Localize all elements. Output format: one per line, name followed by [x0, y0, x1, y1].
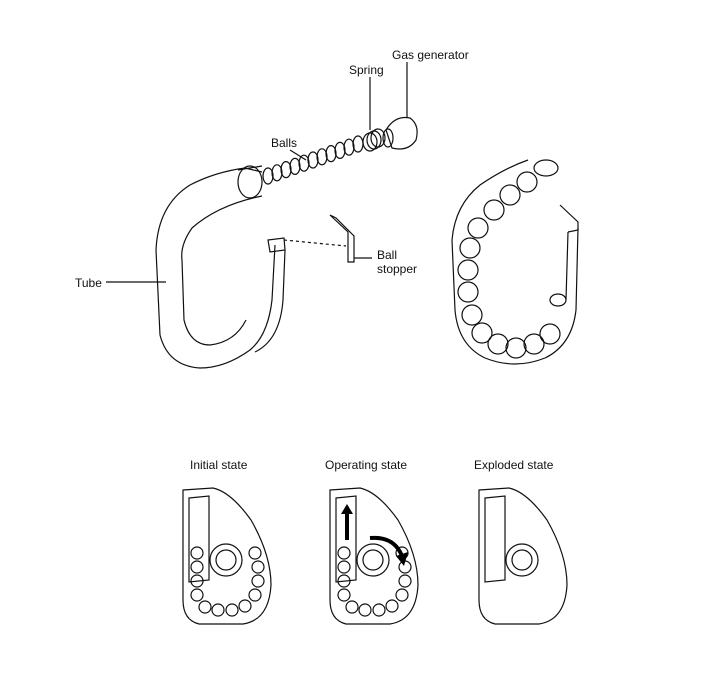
state-ball [190, 546, 204, 560]
ball [289, 157, 301, 175]
initial-state-label: Initial state [190, 458, 248, 472]
ball [334, 141, 346, 159]
spring-part [362, 128, 386, 152]
exploded-state-label: Exploded state [474, 458, 554, 472]
state-ball [238, 599, 252, 613]
ball [316, 148, 328, 166]
tube-assembled [451, 159, 579, 365]
ball [467, 217, 489, 239]
operating-state-label: Operating state [325, 458, 408, 472]
ball [280, 161, 292, 179]
rotation-arrow-icon [396, 552, 408, 566]
ball [523, 333, 545, 355]
state-ball [337, 560, 351, 574]
tube-exploded [155, 165, 286, 369]
state-ball [385, 599, 399, 613]
rotation-arrow-shaft [369, 535, 404, 557]
state-housing [478, 487, 568, 625]
state-ball [337, 588, 351, 602]
ball [516, 171, 538, 193]
ball [457, 259, 479, 281]
state-channel [188, 495, 210, 583]
state-ball [211, 603, 225, 617]
ball-stopper-label-line2: stopper [377, 262, 418, 276]
balls-leader [289, 149, 307, 161]
state-ball [372, 603, 386, 617]
state-ball [225, 603, 239, 617]
operating-state-figure [329, 487, 419, 625]
state-housing [182, 487, 272, 625]
state-channel [484, 495, 506, 583]
state-ball [198, 600, 212, 614]
state-ball [395, 588, 409, 602]
state-gear [505, 543, 539, 577]
state-ball [251, 574, 265, 588]
state-gear [356, 543, 390, 577]
gas-generator-part [382, 116, 418, 150]
ball [461, 304, 483, 326]
tube-label: Tube [75, 276, 102, 290]
assembled-balls [457, 171, 561, 359]
ball [352, 135, 364, 153]
ball [483, 199, 505, 221]
state-channel [335, 495, 357, 583]
ball [471, 322, 493, 344]
state-gear-hub [511, 549, 533, 571]
state-gear-hub [362, 549, 384, 571]
ball [343, 138, 355, 156]
ball [459, 237, 481, 259]
ball [457, 281, 479, 303]
state-ball [398, 560, 412, 574]
state-ball [251, 560, 265, 574]
ball [271, 164, 283, 182]
state-ball [398, 574, 412, 588]
spring-label: Spring [349, 63, 384, 77]
ball [499, 184, 521, 206]
ball [539, 323, 561, 345]
ball [298, 154, 310, 172]
ball [262, 167, 274, 185]
state-ball [358, 603, 372, 617]
state-ball [345, 600, 359, 614]
state-ball [190, 588, 204, 602]
state-gear-hub [215, 549, 237, 571]
state-ball [337, 574, 351, 588]
ball-stopper-part [283, 214, 355, 263]
up-arrow-icon [341, 504, 353, 514]
exploded-state-figure [478, 487, 568, 625]
ball [505, 337, 527, 359]
state-gear [209, 543, 243, 577]
state-ball [190, 574, 204, 588]
ball-stopper-label-line1: Ball [377, 248, 398, 262]
ball [325, 145, 337, 163]
state-ball [248, 588, 262, 602]
initial-state-figure [182, 487, 272, 625]
state-ball [248, 546, 262, 560]
state-ball [337, 546, 351, 560]
state-housing [329, 487, 419, 625]
balls-label: Balls [271, 136, 298, 150]
ball [307, 151, 319, 169]
state-ball [190, 560, 204, 574]
gas-generator-label: Gas generator [392, 48, 469, 62]
ball [487, 333, 509, 355]
